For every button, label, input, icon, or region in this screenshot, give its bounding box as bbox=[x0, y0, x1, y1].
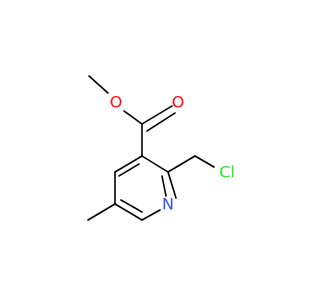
bond-ring-ch2 bbox=[167, 155, 196, 173]
ring-bond-c5-c6 bbox=[114, 203, 143, 221]
molecule-structure: O O N Cl bbox=[87, 75, 235, 221]
ring-bond-n-c2 bbox=[167, 171, 177, 199]
ring-bond-c5-c6-inner bbox=[120, 199, 143, 213]
bond-ch2-cl bbox=[194, 155, 215, 168]
atom-label-o-carbonyl: O bbox=[172, 93, 185, 112]
ring-bond-c3-c4 bbox=[114, 155, 143, 173]
atom-label-n-ring: N bbox=[162, 195, 174, 214]
ring-bond-n-c2-inner bbox=[161, 175, 167, 197]
atom-label-cl: Cl bbox=[219, 163, 235, 182]
bond-methyl-o bbox=[88, 75, 109, 94]
ring-bond-c6-n bbox=[141, 209, 161, 221]
ring-bond-c2-c3 bbox=[141, 155, 169, 173]
bond-o-carbonyl-c bbox=[123, 110, 143, 125]
atom-label-o-ester: O bbox=[110, 93, 123, 112]
bond-carbonyl-double-b bbox=[146, 112, 176, 132]
bond-carbonyl-double-a bbox=[141, 105, 173, 125]
ring-bond-c3-c4-inner bbox=[118, 163, 140, 177]
bond-ring-methyl bbox=[87, 203, 116, 221]
